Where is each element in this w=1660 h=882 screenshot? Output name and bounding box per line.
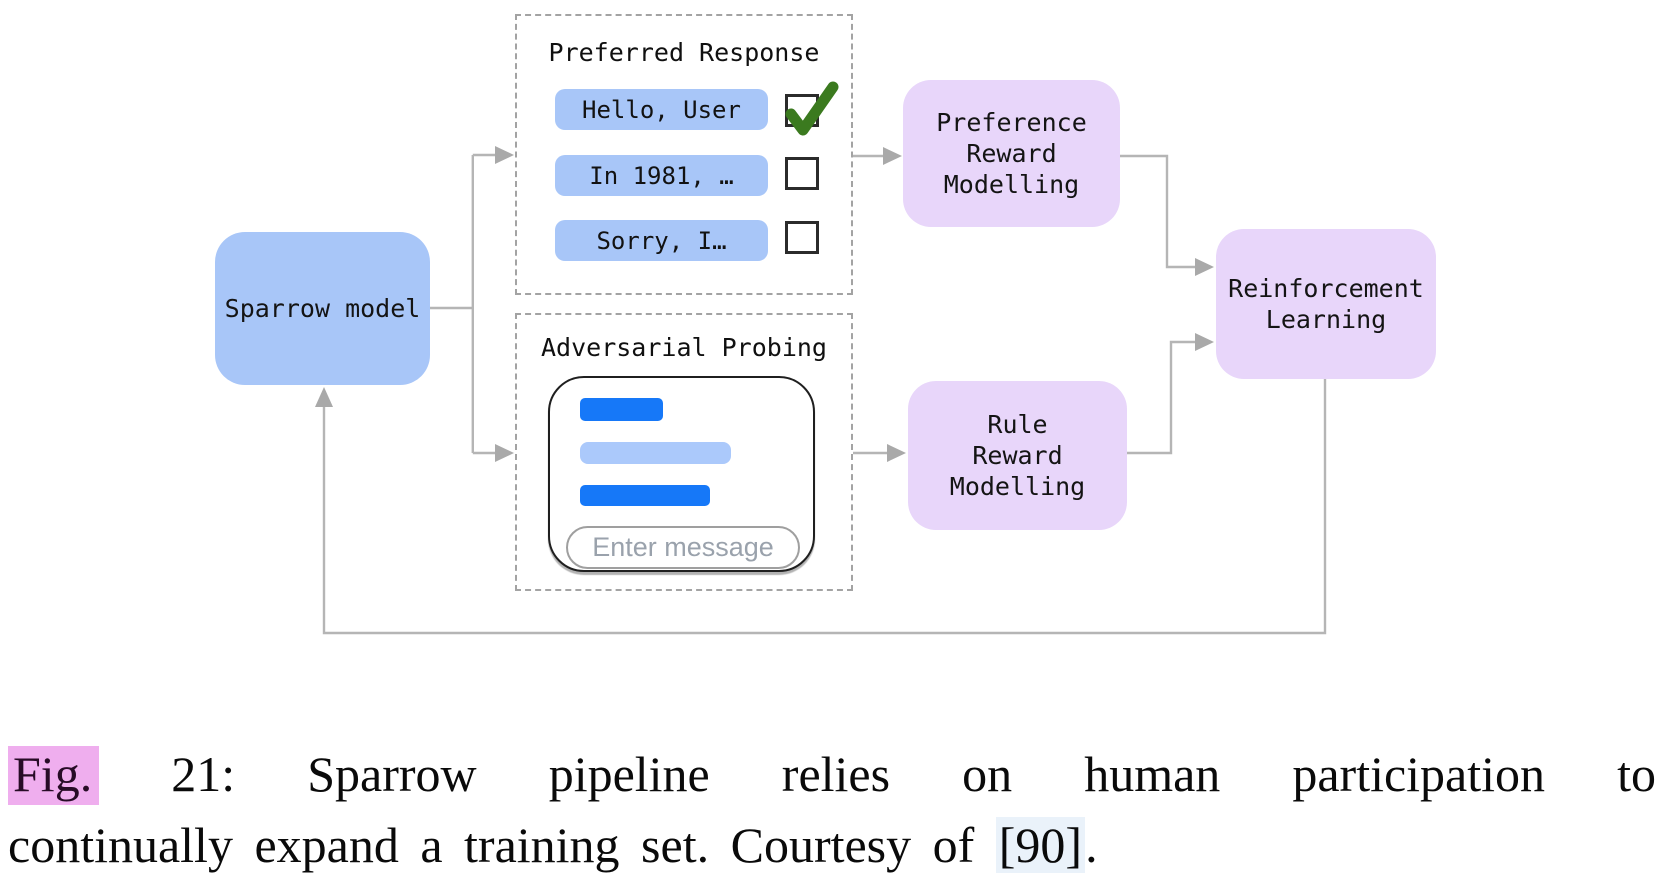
adversarial-probing-title: Adversarial Probing (541, 333, 827, 362)
preference-reward-modelling-label: Preference Reward Modelling (936, 108, 1087, 199)
wire-rulerm-to-rl (1127, 340, 1197, 455)
response-option-pill[interactable]: In 1981, … (555, 155, 768, 196)
wire-prefrm-to-rl (1120, 154, 1197, 269)
sparrow-model-box: Sparrow model (215, 232, 430, 385)
arrowhead-icon (495, 146, 514, 164)
chat-input-placeholder: Enter message (592, 532, 774, 562)
response-checkbox-unchecked[interactable] (785, 157, 819, 190)
arrowhead-icon (1195, 258, 1214, 276)
caption-line-2: continually expand a training set. Court… (8, 810, 1656, 881)
caption-line1-text: 21: Sparrow pipeline relies on human par… (171, 746, 1656, 802)
response-option-pill[interactable]: Sorry, I… (555, 220, 768, 261)
preferred-response-title: Preferred Response (548, 38, 820, 67)
preference-reward-modelling-box: Preference Reward Modelling (903, 80, 1120, 227)
arrowhead-icon (495, 444, 514, 462)
arrowhead-icon (315, 387, 333, 407)
reinforcement-learning-box: Reinforcement Learning (1216, 229, 1436, 379)
chat-message-bar (580, 485, 710, 506)
adversarial-probing-panel: Adversarial Probing Enter message (515, 313, 853, 591)
figure-label-highlight: Fig. (8, 746, 100, 805)
arrowhead-icon (883, 147, 902, 165)
response-option-pill[interactable]: Hello, User (555, 89, 768, 130)
response-checkbox-checked[interactable] (785, 94, 819, 127)
preferred-response-panel: Preferred Response Hello, User In 1981, … (515, 14, 853, 295)
chat-window: Enter message (548, 376, 815, 572)
caption-line2-text: continually expand a training set. Court… (8, 817, 975, 873)
chat-message-bar (580, 398, 663, 421)
rule-reward-modelling-box: Rule Reward Modelling (908, 381, 1127, 530)
sparrow-model-label: Sparrow model (224, 294, 421, 323)
arrowhead-icon (887, 444, 906, 462)
rule-reward-modelling-label: Rule Reward Modelling (949, 410, 1086, 501)
caption-line-1: Fig. 21: Sparrow pipeline relies on huma… (8, 739, 1656, 810)
caption-period: . (1085, 817, 1098, 873)
citation-link[interactable]: [90] (995, 817, 1086, 873)
figure-caption: Fig. 21: Sparrow pipeline relies on huma… (8, 739, 1656, 881)
response-checkbox-unchecked[interactable] (785, 221, 819, 254)
chat-message-bar (580, 442, 731, 464)
arrowhead-icon (1195, 333, 1214, 351)
reinforcement-learning-label: Reinforcement Learning (1228, 274, 1424, 334)
chat-message-input[interactable]: Enter message (566, 526, 800, 569)
